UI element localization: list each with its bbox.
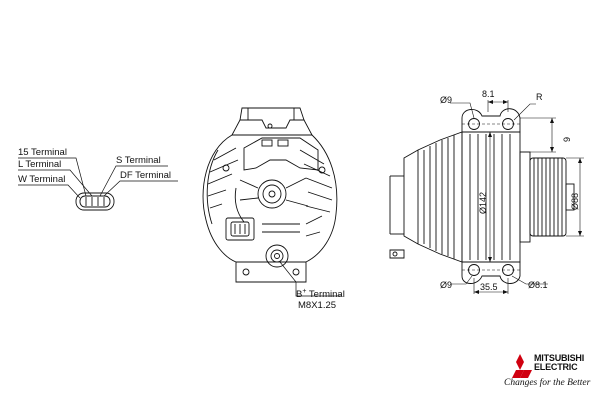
dim-diameter-body: Ø142 bbox=[478, 191, 488, 214]
front-view bbox=[202, 107, 342, 297]
dim-diameter-pulley: Ø88 bbox=[570, 192, 580, 210]
mitsubishi-logo-icon bbox=[512, 354, 532, 378]
connector-plug bbox=[75, 192, 115, 211]
brand-name-line1: MITSUBISHI bbox=[534, 353, 585, 363]
dim-radius: R bbox=[536, 92, 543, 102]
brand-name-line2: ELECTRIC bbox=[534, 362, 578, 372]
b-terminal-suffix: Terminal bbox=[306, 289, 345, 301]
dim-hole-top: Ø9 bbox=[440, 95, 453, 105]
label-15-terminal: 15 Terminal bbox=[18, 147, 67, 158]
dim-hole-bottom-right: Ø8.1 bbox=[528, 280, 548, 290]
b-terminal-thread: M8X1.25 bbox=[298, 300, 337, 311]
b-superscript: + bbox=[302, 288, 307, 295]
label-s-terminal: S Terminal bbox=[116, 155, 161, 166]
dimension-lines bbox=[450, 100, 584, 294]
b-letter: B bbox=[296, 289, 303, 301]
connector-leaders bbox=[18, 157, 178, 199]
b-plus-terminal-label: B+ Terminal bbox=[296, 286, 345, 300]
dim-length: 35.5 bbox=[480, 282, 498, 292]
dim-height-9: 9 bbox=[562, 136, 572, 142]
dimension-arrows bbox=[474, 100, 582, 294]
label-w-terminal: W Terminal bbox=[18, 174, 66, 185]
dim-hole-bottom: Ø9 bbox=[440, 280, 453, 290]
label-l-terminal: L Terminal bbox=[18, 159, 62, 170]
dim-offset-top: 8.1 bbox=[482, 89, 495, 99]
brand-block: MITSUBISHI ELECTRIC Changes for the Bett… bbox=[502, 352, 596, 396]
brand-tagline: Changes for the Better bbox=[504, 378, 591, 388]
label-df-terminal: DF Terminal bbox=[120, 170, 172, 181]
